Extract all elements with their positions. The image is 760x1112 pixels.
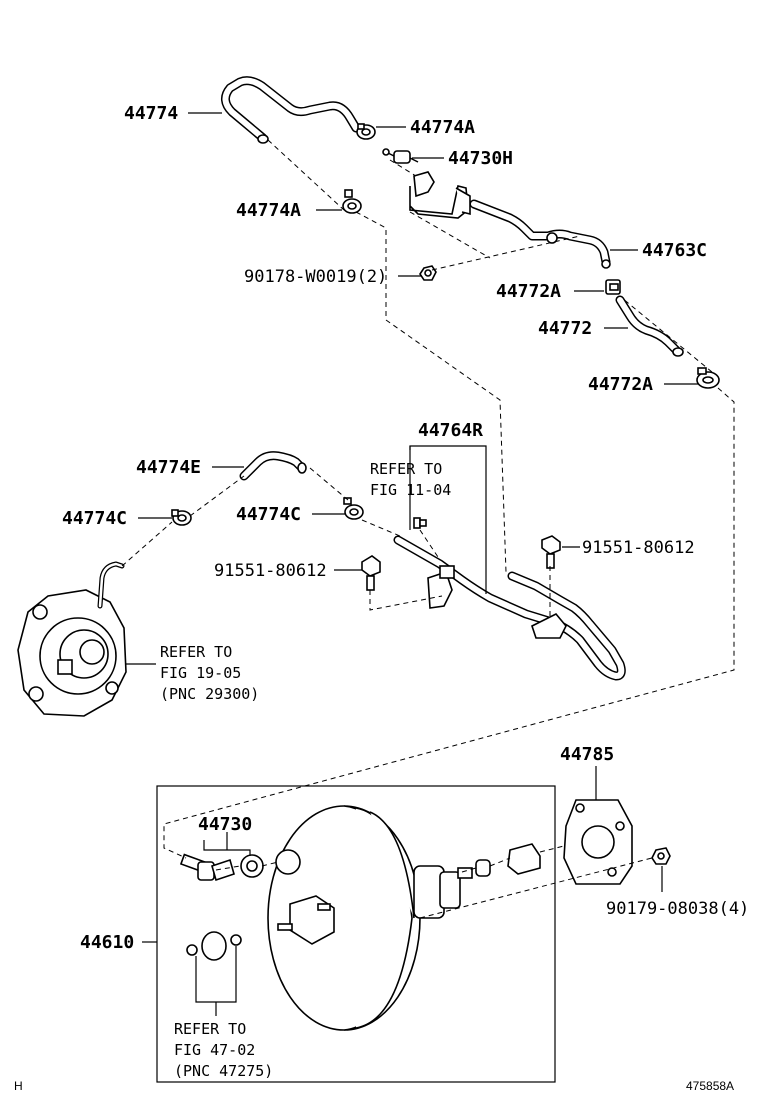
pipe-44763C xyxy=(469,199,611,269)
gasket-44785 xyxy=(563,799,633,885)
clamp-44772A-upper xyxy=(605,279,621,295)
hose-44774E xyxy=(239,451,307,481)
footer-left-mark: H xyxy=(14,1079,23,1093)
check-valve-44730 xyxy=(179,853,235,882)
booster-seal xyxy=(275,849,301,875)
label-44772A-upper: 44772A xyxy=(496,281,561,302)
label-44763C: 44763C xyxy=(642,240,707,261)
clamp-44774A-mid xyxy=(342,189,362,214)
refer-fig-47-02-line1: REFER TO xyxy=(174,1020,246,1038)
label-44610: 44610 xyxy=(80,932,134,953)
clamp-44774A-top xyxy=(356,123,376,140)
dashed-routing xyxy=(121,139,735,919)
refer-fig-11-04-line1: REFER TO xyxy=(370,460,442,478)
refer-fig-19-05-line1: REFER TO xyxy=(160,643,232,661)
clevis-parts xyxy=(475,843,541,877)
label-91551-left: 91551-80612 xyxy=(214,561,327,581)
refer-fig-19-05-line3: (PNC 29300) xyxy=(160,685,259,703)
label-44774C-right: 44774C xyxy=(236,504,301,525)
label-44772A-lower: 44772A xyxy=(588,374,653,395)
label-44730H: 44730H xyxy=(448,148,513,169)
hose-44774 xyxy=(221,76,361,144)
clamp-44774C-right xyxy=(343,497,364,520)
label-44774A-mid: 44774A xyxy=(236,200,301,221)
label-90179: 90179-08038(4) xyxy=(606,899,749,919)
leader-lines xyxy=(126,112,698,1016)
refer-fig-11-04-line2: FIG 11-04 xyxy=(370,481,451,499)
clamp-44774C-left xyxy=(171,509,192,526)
check-valve-44730H xyxy=(382,148,419,164)
nut-90179 xyxy=(651,847,671,865)
small-bolt-fig-11-04 xyxy=(413,517,427,529)
label-44785: 44785 xyxy=(560,744,614,765)
label-44730: 44730 xyxy=(198,814,252,835)
pnc-47275-parts xyxy=(186,931,242,961)
label-44772: 44772 xyxy=(538,318,592,339)
bolt-91551-left xyxy=(361,555,381,591)
label-44774: 44774 xyxy=(124,103,178,124)
label-44764R: 44764R xyxy=(418,420,483,441)
refer-fig-19-05-line2: FIG 19-05 xyxy=(160,664,241,682)
label-90178: 90178-W0019(2) xyxy=(244,267,387,287)
label-91551-right: 91551-80612 xyxy=(582,538,695,558)
refer-fig-47-02-line2: FIG 47-02 xyxy=(174,1041,255,1059)
grommet-44730 xyxy=(240,854,264,878)
label-44774A-top: 44774A xyxy=(410,117,475,138)
footer-diagram-code: 475858A xyxy=(686,1079,734,1093)
hose-44772 xyxy=(615,295,684,357)
refer-fig-47-02-line3: (PNC 47275) xyxy=(174,1062,273,1080)
pipe-44764R xyxy=(393,535,626,681)
bolt-91551-right xyxy=(541,535,561,569)
part-labels: 44774 44774A 44730H 44774A 44763C 90178-… xyxy=(62,103,749,1080)
booster-assembly-frame xyxy=(156,785,556,1083)
label-44774C-left: 44774C xyxy=(62,508,127,529)
bracket-and-valve-assembly xyxy=(409,171,471,219)
nut-90178 xyxy=(419,265,437,281)
vacuum-pump xyxy=(17,561,127,717)
label-44774E: 44774E xyxy=(136,457,201,478)
pipe-brackets xyxy=(427,565,567,639)
brake-booster-44610 xyxy=(267,805,473,1031)
clamp-44772A-lower xyxy=(696,367,720,389)
